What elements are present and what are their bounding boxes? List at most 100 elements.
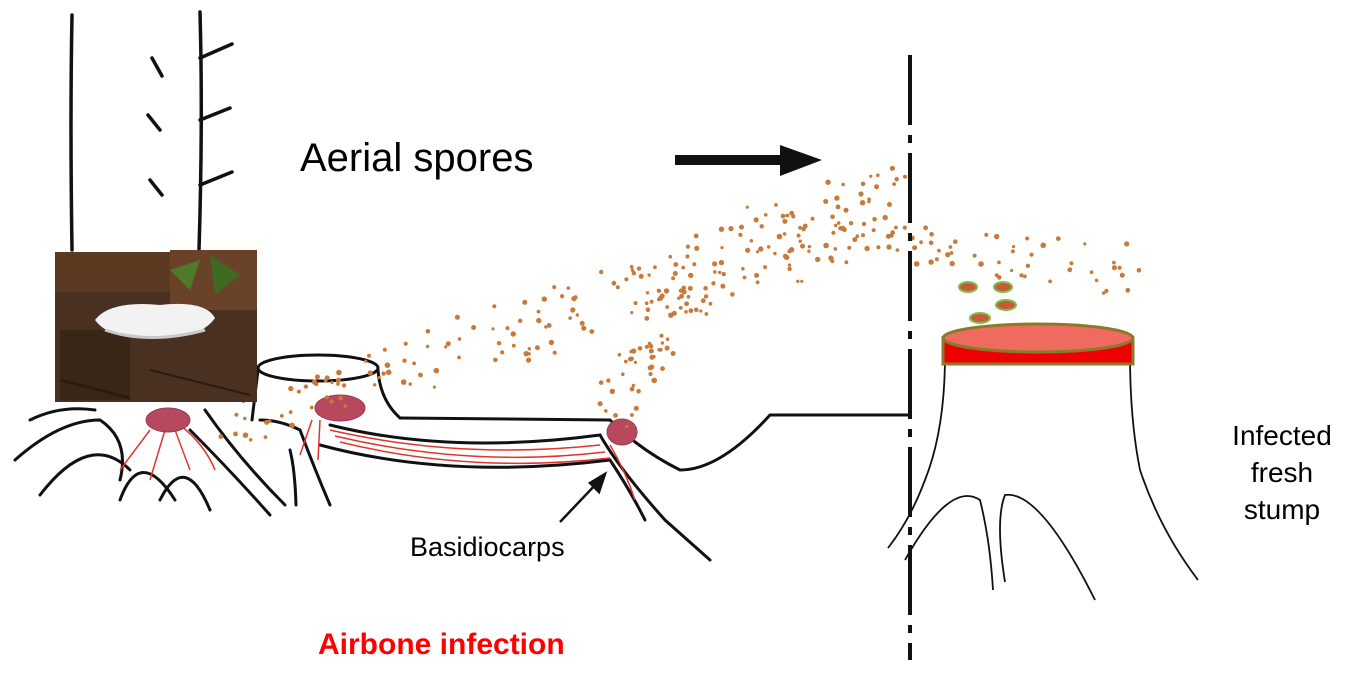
spore-dot [660,293,665,298]
spore-dot [537,310,541,314]
spore-dot [315,374,320,379]
spore-dot [1112,261,1116,265]
spore-dot [434,368,440,374]
spore-dot [659,348,663,352]
spore-dot [336,382,340,386]
spore-dot [830,215,835,220]
spore-dot [869,175,872,178]
spore-dot [500,350,504,354]
spore-dot [458,337,462,341]
spore-dot [553,351,557,355]
spore-dot [535,345,540,350]
spore-dot [574,295,578,299]
spore-dot [800,280,803,283]
spore-dot [612,281,617,286]
spore-dot [329,399,333,403]
spore-dot [807,250,810,253]
spore-dot [681,266,685,270]
spore-dot [648,365,653,370]
spore-dot [570,307,575,312]
spore-dot [661,341,664,344]
spore-dot [688,273,693,278]
spore-dot [589,329,594,334]
spore-dot [522,300,527,305]
spore-dot [646,291,649,294]
spore-dot [861,182,866,187]
spore-dot [738,233,742,237]
spore-dot [218,434,223,439]
spore-dot [937,249,941,253]
spore-dot [666,337,670,341]
spore-dot [783,254,788,259]
spore-dot [797,234,801,238]
spore-dot [767,245,771,249]
spore-dot [728,226,733,231]
spore-dot [704,294,708,298]
spore-dot [636,389,641,394]
spore-dot [760,224,764,228]
spore-dot [455,315,460,320]
spore-dot [624,360,628,364]
spore-dot [526,358,531,363]
spore-dot [367,354,371,358]
spore-dot [1011,249,1015,253]
spore-dot [914,261,920,267]
spore-dot [837,221,841,225]
spore-dot [903,175,907,179]
basidiocarp-left [146,408,190,432]
spore-dot [808,245,811,248]
spore-dot [705,312,709,316]
spore-dot [787,267,791,271]
landing-spores [959,282,1016,323]
spore-dot [689,308,694,313]
spore-dot [876,174,880,178]
spore-dot [665,305,669,309]
spore-dot [1010,269,1013,272]
spore-dot [713,270,717,274]
spore-dot [860,200,865,205]
spore-dot [764,213,768,217]
spore-dot [310,406,314,410]
spore-dot [864,246,869,251]
right-arrow-icon [675,145,822,176]
spore-dot [568,316,572,320]
infected-stump-label-line1: Infected [1212,417,1352,454]
spore-dot [404,342,408,346]
spore-dot [289,410,293,414]
spore-dot [847,246,851,250]
spore-dot [385,362,391,368]
spore-dot [1118,266,1122,270]
spore-dot [758,246,763,251]
spore-dot [699,309,702,312]
spore-dot [243,417,246,420]
spore-dot [950,261,955,266]
spore-dot [831,231,835,235]
spore-dot [876,245,880,249]
spore-dot [743,276,747,280]
spore-dot [694,234,699,239]
spore-dot [304,384,308,388]
spore-dot [630,265,634,269]
spore-dot [997,261,1001,265]
spore-dot [823,243,829,249]
spore-dot [928,259,933,264]
spore-dot [803,224,808,229]
spore-dot [1095,279,1099,283]
spore-dot [648,372,652,376]
spore-dot [800,244,805,249]
spore-dot [949,245,953,249]
spore-dot [647,273,650,276]
spore-dot [264,435,268,439]
spore-dot [1069,261,1073,265]
spore-dot [581,326,586,331]
spore-dot [632,384,635,387]
spore-dot [297,390,301,394]
spore-dot [890,166,895,171]
spore-dot [330,381,333,384]
spore-dot [754,217,759,222]
spore-dot [834,224,837,227]
spore-dot [849,221,853,225]
spore-dot [746,206,749,209]
tree-trunk [71,12,232,250]
spore-dot [745,248,750,253]
